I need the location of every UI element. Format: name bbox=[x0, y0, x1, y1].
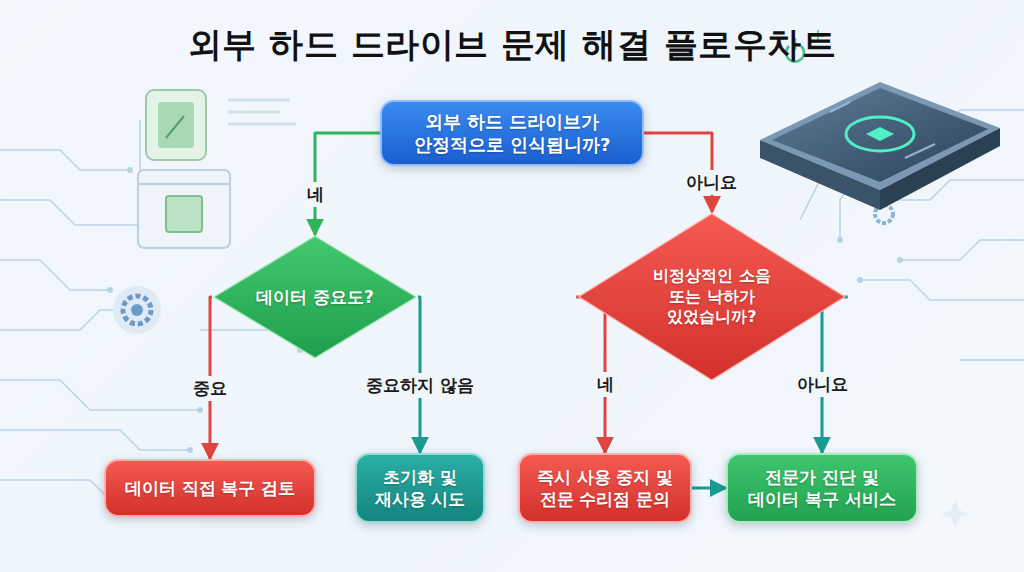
edge-label: 중요 bbox=[188, 376, 232, 401]
process-box: 즉시 사용 중지 및 전문 수리점 문의 bbox=[518, 453, 692, 523]
decision-diamond: 비정상적인 소음 또는 낙하가 있었습니까? bbox=[576, 212, 848, 382]
chart-title: 외부 하드 드라이브 문제 해결 플로우차트 bbox=[0, 22, 1024, 68]
edge-label: 네 bbox=[592, 372, 619, 397]
edge-label: 중요하지 않음 bbox=[361, 373, 479, 398]
node-text: 전문가 진단 및 데이터 복구 서비스 bbox=[738, 466, 906, 510]
gear-icon bbox=[113, 286, 161, 334]
node-text: 즉시 사용 중지 및 전문 수리점 문의 bbox=[530, 466, 680, 510]
external-hdd-illustration bbox=[760, 82, 1000, 210]
edge-label: 네 bbox=[302, 182, 329, 207]
decision-diamond: 데이터 중요도? bbox=[212, 235, 418, 359]
hdd-icon bbox=[146, 90, 206, 160]
flow-arrow bbox=[692, 487, 726, 490]
node-text: 외부 하드 드라이브가 안정적으로 인식됩니까? bbox=[392, 110, 632, 157]
edge-label: 아니요 bbox=[681, 170, 742, 195]
edge-label: 아니요 bbox=[792, 372, 853, 397]
document-lines bbox=[228, 100, 296, 124]
process-box: 데이터 직접 복구 검토 bbox=[104, 459, 316, 517]
chip-window-icon bbox=[138, 170, 230, 248]
sparkle bbox=[941, 500, 969, 528]
process-box: 전문가 진단 및 데이터 복구 서비스 bbox=[726, 453, 918, 523]
node-text: 초기화 및 재사용 시도 bbox=[367, 466, 473, 510]
process-box: 초기화 및 재사용 시도 bbox=[355, 453, 485, 523]
node-text: 비정상적인 소음 또는 낙하가 있었습니까? bbox=[637, 266, 787, 328]
node-text: 데이터 직접 복구 검토 bbox=[125, 477, 296, 499]
node-text: 데이터 중요도? bbox=[256, 286, 374, 308]
process-box: 외부 하드 드라이브가 안정적으로 인식됩니까? bbox=[380, 100, 644, 166]
